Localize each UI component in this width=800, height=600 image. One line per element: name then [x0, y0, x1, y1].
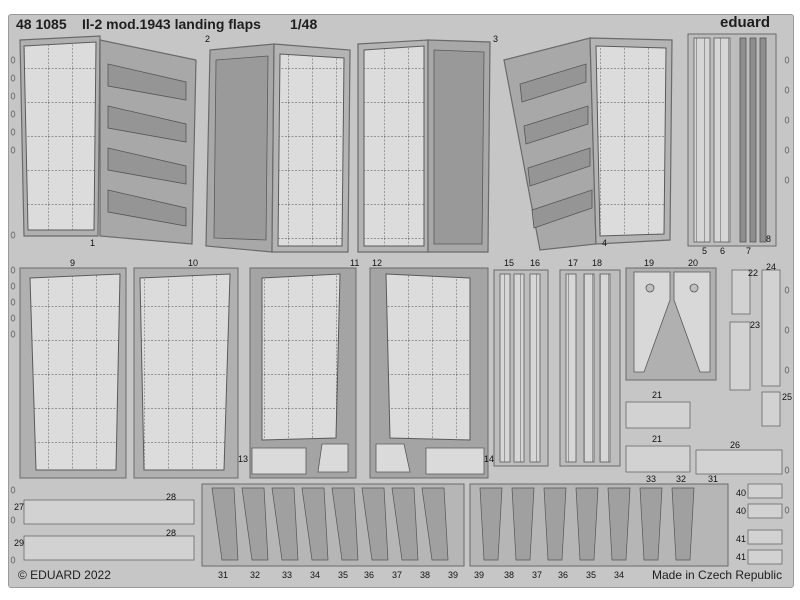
- part-4-flap-pair: [503, 37, 673, 251]
- part-number: 21: [652, 434, 663, 444]
- sheet-title: Il-2 mod.1943 landing flaps: [82, 16, 261, 32]
- part-number: 41: [736, 534, 747, 544]
- part-number: 2: [205, 34, 211, 44]
- part-number: 41: [736, 552, 747, 562]
- part-number: 38: [420, 570, 431, 580]
- edge-holes-left: [10, 56, 16, 564]
- part-number: 23: [750, 320, 761, 330]
- part-number: 6: [720, 246, 726, 256]
- part-number: 34: [614, 570, 625, 580]
- part-number: 17: [568, 258, 579, 268]
- part-number: 1: [90, 238, 96, 248]
- parts-15-18-strips: [493, 269, 621, 467]
- part-3-flap-pair: [357, 39, 491, 253]
- part-number: 11: [350, 258, 360, 268]
- part-number: 18: [592, 258, 603, 268]
- part-number: 29: [14, 538, 25, 548]
- parts-27-29-combs: [23, 499, 195, 561]
- part-number: 35: [338, 570, 349, 580]
- part-number: 33: [282, 570, 293, 580]
- parts-5-8-strips: [687, 33, 777, 247]
- part-number: 21: [652, 390, 663, 400]
- edge-holes-right: [784, 56, 790, 514]
- part-number: 24: [766, 262, 777, 272]
- part-number: 8: [766, 234, 772, 244]
- copyright: © EDUARD 2022: [18, 568, 111, 582]
- part-number: 36: [558, 570, 569, 580]
- part-21-combs: [625, 401, 691, 473]
- part-number: 32: [250, 570, 261, 580]
- brand-logo: eduard: [720, 14, 771, 31]
- part-number: 14: [484, 454, 495, 464]
- origin-label: Made in Czech Republic: [652, 568, 783, 582]
- bottom-left-fins: [201, 483, 465, 567]
- part-number: 13: [238, 454, 249, 464]
- parts-19-20-plates: [625, 267, 717, 381]
- part-number: 39: [448, 570, 459, 580]
- part-number: 28: [166, 492, 177, 502]
- part-number: 33: [646, 474, 657, 484]
- part-9-flap: [19, 267, 127, 479]
- part-number: 20: [688, 258, 699, 268]
- part-number: 3: [493, 34, 499, 44]
- part-11-flap: [249, 267, 357, 479]
- part-number: 25: [782, 392, 793, 402]
- product-code: 48 1085: [16, 16, 67, 32]
- bottom-right-fins: [469, 483, 729, 567]
- part-number: 10: [188, 258, 199, 268]
- parts-22-25-small: [729, 269, 781, 427]
- part-number: 37: [532, 570, 543, 580]
- part-number: 35: [586, 570, 597, 580]
- part-number: 40: [736, 488, 747, 498]
- part-number: 27: [14, 502, 25, 512]
- part-26-strip: [695, 449, 783, 475]
- part-number: 7: [746, 246, 752, 256]
- part-number: 37: [392, 570, 403, 580]
- part-number: 31: [218, 570, 229, 580]
- part-number: 34: [310, 570, 321, 580]
- part-number: 38: [504, 570, 515, 580]
- part-number: 31: [708, 474, 719, 484]
- part-number: 39: [474, 570, 485, 580]
- part-number: 15: [504, 258, 515, 268]
- part-number: 9: [70, 258, 76, 268]
- part-number: 32: [676, 474, 687, 484]
- part-number: 36: [364, 570, 375, 580]
- part-number: 40: [736, 506, 747, 516]
- scale-label: 1/48: [290, 16, 318, 32]
- part-1-flap-pair: [19, 35, 197, 245]
- part-number: 28: [166, 528, 177, 538]
- part-number: 5: [702, 246, 708, 256]
- part-10-flap: [133, 267, 239, 479]
- part-2-flap-pair: [205, 43, 351, 253]
- part-number: 22: [748, 268, 759, 278]
- part-12-flap: [369, 267, 489, 479]
- part-number: 12: [372, 258, 383, 268]
- parts-40-41-small: [747, 483, 783, 565]
- part-number: 19: [644, 258, 655, 268]
- part-number: 4: [602, 238, 608, 248]
- part-number: 16: [530, 258, 541, 268]
- part-number: 26: [730, 440, 741, 450]
